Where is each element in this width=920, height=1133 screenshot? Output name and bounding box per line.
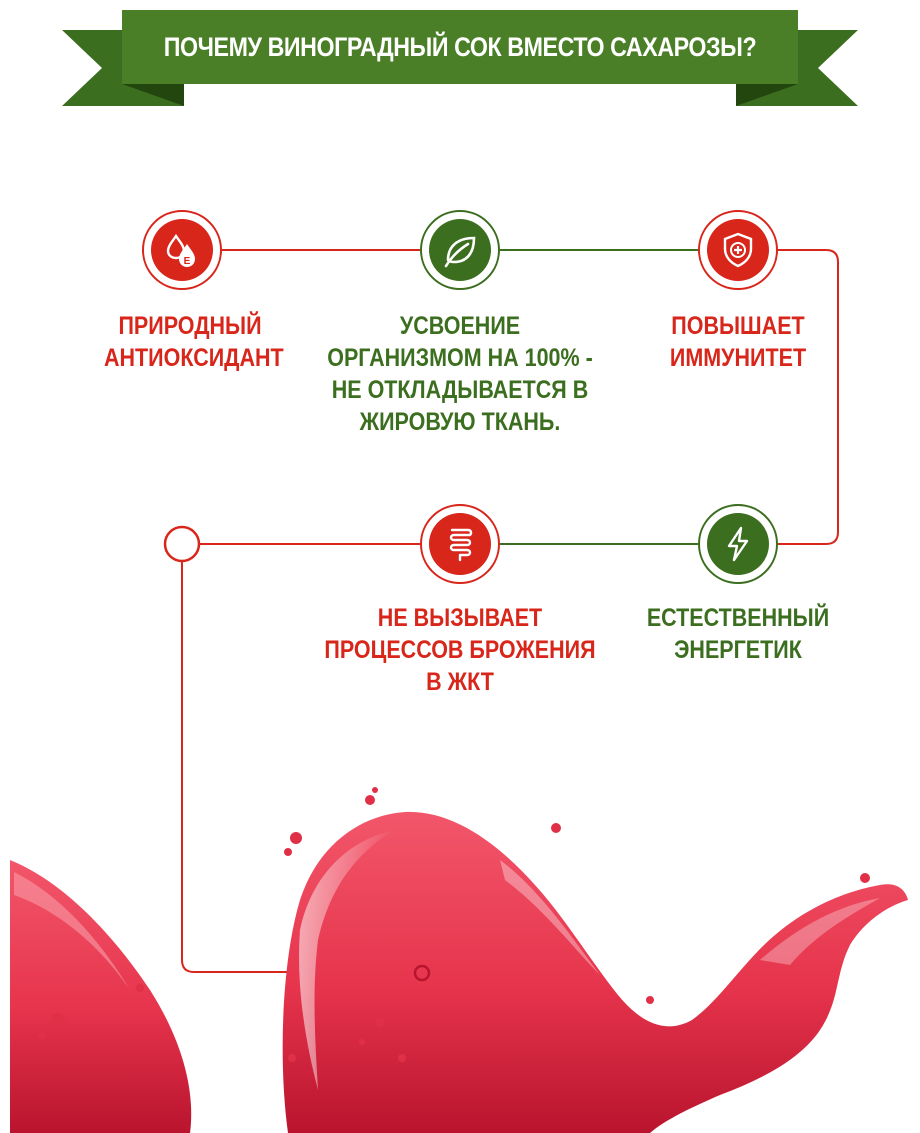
juice-splash-image — [10, 787, 909, 1133]
immunity-badge — [698, 210, 778, 290]
lightning-icon — [727, 526, 749, 562]
immunity-label: ПОВЫШАЕТ ИММУНИТЕТ — [669, 312, 807, 372]
shield-cross-icon — [723, 232, 753, 268]
page-title: ПОЧЕМУ ВИНОГРАДНЫЙ СОК ВМЕСТО САХАРОЗЫ? — [163, 31, 757, 62]
svg-text:E: E — [184, 256, 191, 267]
absorption-badge — [420, 210, 500, 290]
title-ribbon — [62, 10, 858, 106]
antioxidant-label: ПРИРОДНЫЙ АНТИОКСИДАНТ — [104, 312, 284, 372]
energy-badge — [698, 504, 778, 584]
intestine-icon — [449, 528, 473, 562]
energy-label: ЕСТЕСТВЕННЫЙ ЭНЕРГЕТИК — [646, 604, 830, 664]
absorption-label: УСВОЕНИЕ ОРГАНИЗМОМ НА 100% - НЕ ОТКЛАДЫ… — [327, 312, 593, 436]
leaf-icon — [444, 236, 476, 268]
drops-e-icon: E — [166, 233, 195, 267]
digestion-badge — [420, 504, 500, 584]
antioxidant-badge: E — [142, 210, 222, 290]
digestion-label: НЕ ВЫЗЫВАЕТ ПРОЦЕССОВ БРОЖЕНИЯ В ЖКТ — [324, 604, 596, 696]
